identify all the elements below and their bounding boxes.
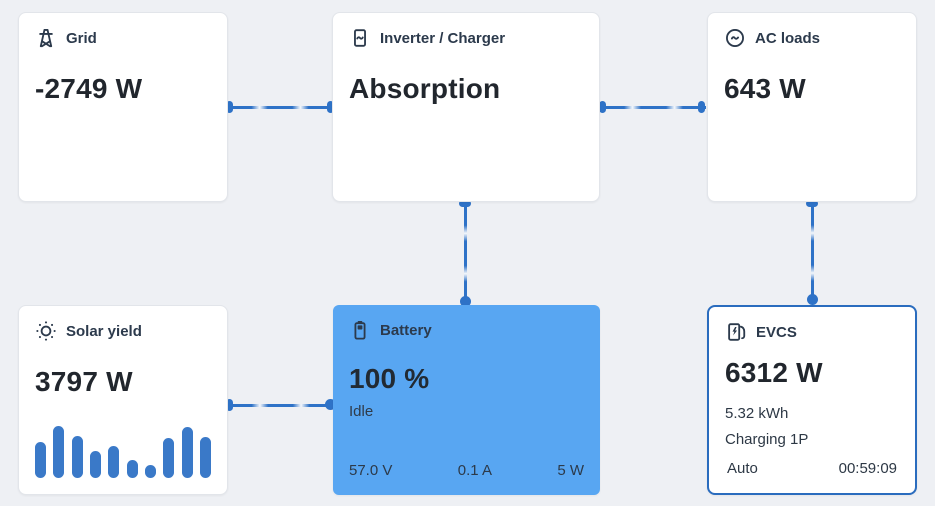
- evcs-bottom-row: Auto 00:59:09: [727, 460, 897, 477]
- battery-card-title: Battery: [380, 321, 432, 339]
- connector-solar-battery: [229, 404, 332, 407]
- inverter-card-header: Inverter / Charger: [349, 27, 583, 49]
- evcs-session-time: 00:59:09: [838, 460, 897, 477]
- battery-state: Idle: [349, 403, 374, 420]
- inverter-icon: [349, 27, 371, 49]
- solar-bar: [163, 438, 175, 478]
- battery-card-header: Battery: [349, 319, 584, 341]
- battery-measurements-row: 57.0 V 0.1 A 5 W: [349, 462, 584, 479]
- evcs-power-value: 6312 W: [725, 357, 823, 388]
- ac-loads-card-header: AC loads: [724, 27, 900, 49]
- grid-card-header: Grid: [35, 27, 211, 49]
- connector-inverter-acloads: [601, 106, 706, 109]
- evcs-details: 5.32 kWh Charging 1P: [725, 401, 899, 453]
- connector-grid-inverter: [229, 106, 331, 109]
- connector-acloads-evcs: [811, 203, 814, 303]
- connector-endpoint: [325, 399, 336, 410]
- grid-card-title: Grid: [66, 29, 97, 47]
- connector-endpoint: [698, 101, 705, 113]
- solar-card-title: Solar yield: [66, 322, 142, 340]
- solar-power-value: 3797 W: [35, 366, 133, 397]
- connector-endpoint: [459, 200, 471, 207]
- ac-loads-card[interactable]: AC loads 643 W: [707, 12, 917, 202]
- battery-icon: [349, 319, 371, 341]
- battery-current: 0.1 A: [457, 462, 492, 479]
- pylon-icon: [35, 27, 57, 49]
- connector-endpoint: [327, 101, 334, 113]
- solar-yield-card[interactable]: Solar yield 3797 W: [18, 305, 228, 495]
- solar-bar: [53, 426, 65, 478]
- battery-soc-value: 100 %: [349, 363, 430, 394]
- solar-card-header: Solar yield: [35, 320, 211, 342]
- solar-bar: [35, 442, 46, 478]
- battery-voltage: 57.0 V: [349, 462, 393, 479]
- battery-card[interactable]: Battery 100 % Idle 57.0 V 0.1 A 5 W: [333, 305, 600, 495]
- inverter-card-title: Inverter / Charger: [380, 29, 506, 47]
- ac-loads-power-value: 643 W: [724, 73, 806, 104]
- evcs-status: Charging 1P: [725, 431, 809, 448]
- evcs-card-title: EVCS: [756, 323, 797, 341]
- sun-icon: [35, 320, 57, 342]
- solar-bar: [89, 451, 101, 478]
- solar-bar: [181, 427, 193, 478]
- solar-bar: [71, 436, 83, 478]
- inverter-state-value: Absorption: [349, 73, 501, 104]
- solar-bar: [108, 446, 120, 478]
- solar-bar-chart: [35, 424, 211, 478]
- evcs-energy: 5.32 kWh: [725, 405, 789, 422]
- connector-inverter-battery: [464, 203, 467, 304]
- connector-endpoint: [806, 200, 818, 207]
- connector-endpoint: [226, 399, 233, 411]
- solar-bar: [199, 437, 211, 478]
- evcs-card-header: EVCS: [725, 321, 899, 343]
- inverter-charger-card[interactable]: Inverter / Charger Absorption: [332, 12, 600, 202]
- ac-sine-circle-icon: [724, 27, 746, 49]
- ac-loads-card-title: AC loads: [755, 29, 821, 47]
- connector-endpoint: [460, 296, 471, 307]
- connector-endpoint: [807, 294, 818, 305]
- grid-card[interactable]: Grid -2749 W: [18, 12, 228, 202]
- battery-power: 5 W: [557, 462, 584, 479]
- solar-bar: [126, 460, 138, 478]
- grid-power-value: -2749 W: [35, 73, 143, 104]
- evcs-mode: Auto: [727, 460, 758, 477]
- solar-bar: [144, 465, 156, 478]
- ev-charger-icon: [725, 321, 747, 343]
- evcs-card[interactable]: EVCS 6312 W 5.32 kWh Charging 1P Auto 00…: [707, 305, 917, 495]
- connector-endpoint: [226, 101, 233, 113]
- connector-endpoint: [599, 101, 606, 113]
